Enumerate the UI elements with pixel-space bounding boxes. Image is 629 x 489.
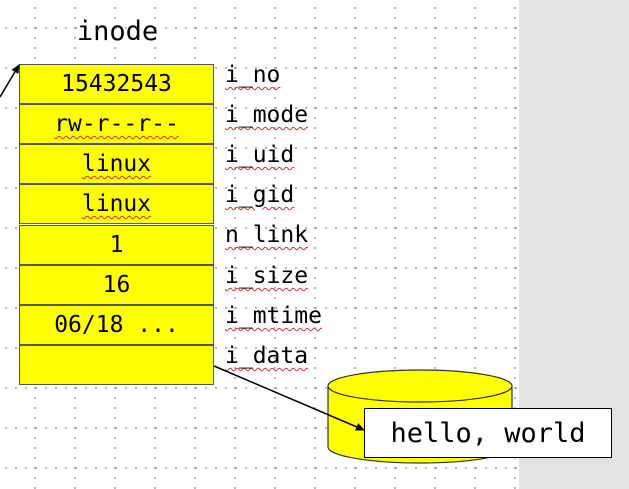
- inode-value: 1: [109, 232, 124, 258]
- inode-row-n-link: 1: [19, 225, 214, 265]
- data-pointer-arrow: [213, 365, 365, 431]
- data-block-content: hello, world: [364, 408, 612, 458]
- inode-value: 16: [102, 272, 131, 298]
- inode-value: 06/18 ...: [54, 312, 179, 338]
- inode-value: rw-r--r--: [54, 111, 179, 137]
- inode-value: linux: [81, 191, 152, 217]
- field-label-i-no: i_no: [225, 62, 281, 88]
- inode-row-i-size: 16: [19, 265, 214, 305]
- inode-value: 15432543: [61, 71, 172, 97]
- field-label-i-gid: i_gid: [225, 182, 295, 208]
- inode-row-i-no: 15432543: [19, 64, 214, 104]
- field-label-i-mode: i_mode: [225, 102, 309, 128]
- inode-title: inode: [76, 16, 159, 47]
- side-panel: [519, 0, 629, 489]
- field-label-i-mtime: i_mtime: [225, 303, 322, 329]
- inode-row-i-mtime: 06/18 ...: [19, 305, 214, 345]
- field-label-i-data: i_data: [225, 343, 309, 369]
- inode-row-i-gid: linux: [19, 184, 214, 224]
- inode-row-i-mode: rw-r--r--: [19, 104, 214, 144]
- field-label-i-uid: i_uid: [225, 142, 295, 168]
- field-label-n-link: n_link: [225, 222, 309, 248]
- incoming-reference-arrow: [0, 64, 20, 98]
- inode-row-i-data: [19, 345, 214, 385]
- inode-value: linux: [81, 151, 152, 177]
- field-label-i-size: i_size: [225, 263, 309, 289]
- inode-row-i-uid: linux: [19, 144, 214, 184]
